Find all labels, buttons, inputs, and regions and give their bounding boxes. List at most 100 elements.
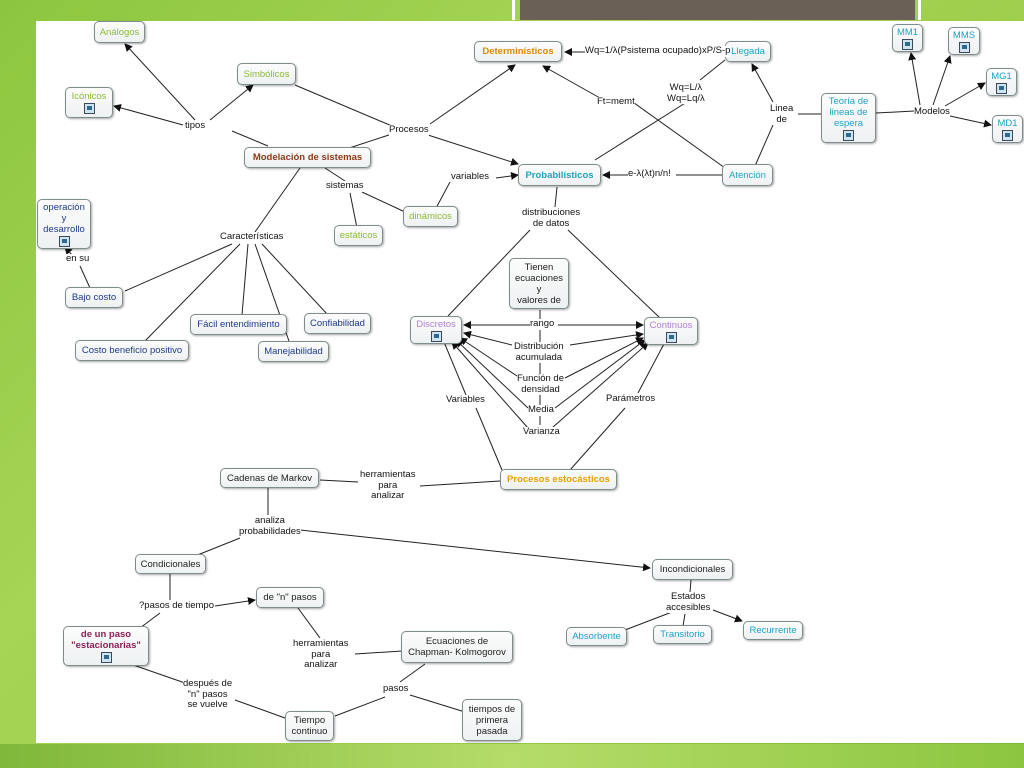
link-label-distribuciones: distribuciones de datos: [522, 207, 581, 229]
node-label: Atención: [729, 169, 766, 181]
node-simbolicos[interactable]: Simbólicos: [237, 63, 296, 85]
node-label: Recurrente: [749, 625, 797, 636]
node-manejabilidad[interactable]: Manejabilidad: [258, 341, 329, 362]
link-label-estados: Estados accesibles: [666, 591, 711, 613]
link-label-procesos: Procesos: [389, 124, 429, 136]
node-label: Modelación de sistemas: [252, 152, 363, 163]
node-chapman-kolmogorov[interactable]: Ecuaciones de Chapman- Kolmogorov: [401, 631, 513, 663]
link-label-despues: después de "n" pasos se vuelve: [183, 678, 233, 711]
node-label: Continuos: [649, 319, 693, 331]
resource-icon[interactable]: [958, 41, 970, 53]
node-transitorio[interactable]: Transitorio: [653, 625, 712, 644]
node-mms[interactable]: MMS: [948, 27, 980, 55]
node-label: Bajo costo: [71, 292, 117, 303]
link-label-e-lambda: e-λ(λt)n/n!: [628, 168, 671, 180]
link-label-rango: rango: [530, 318, 555, 330]
link-label-wq-formula: Wq=1/λ(Psistema ocupado)xP/S-p: [585, 45, 731, 57]
link-label-parametros: Parámetros: [606, 393, 656, 405]
node-label: dinámicos: [409, 211, 452, 222]
node-label: MM1: [896, 26, 919, 38]
node-probabilisticos[interactable]: Probabilísticos: [518, 164, 601, 186]
node-mm1[interactable]: MM1: [892, 24, 923, 52]
node-discretos[interactable]: Discretos: [410, 316, 462, 344]
node-label: de un paso "estacionarias": [71, 629, 141, 651]
node-label: MMS: [952, 29, 976, 41]
node-label: Procesos estocásticos: [507, 474, 610, 485]
node-label: Tiempo continuo: [291, 715, 328, 737]
link-label-caracteristicas: Características: [220, 231, 284, 243]
node-recurrente[interactable]: Recurrente: [743, 621, 803, 640]
node-atencion[interactable]: Atención: [722, 164, 773, 186]
node-label: Análogos: [99, 26, 140, 38]
node-label: estáticos: [339, 230, 378, 241]
node-label: tiempos de primera pasada: [468, 703, 516, 737]
resource-icon[interactable]: [83, 103, 95, 114]
node-tienen-ecuaciones[interactable]: Tienen ecuaciones y valores de: [509, 258, 569, 309]
node-dinamicos[interactable]: dinámicos: [403, 206, 458, 227]
resource-icon[interactable]: [902, 38, 913, 50]
node-condicionales[interactable]: Condicionales: [135, 554, 206, 574]
node-facil-entendimiento[interactable]: Fácil entendimiento: [190, 314, 287, 335]
link-label-herramientas-2: herramientas para analizar: [293, 638, 349, 671]
node-label: MD1: [997, 117, 1018, 129]
resource-icon[interactable]: [1002, 129, 1013, 141]
node-cadenas-markov[interactable]: Cadenas de Markov: [220, 468, 319, 488]
node-tiempos-primera-pasada[interactable]: tiempos de primera pasada: [462, 699, 522, 741]
node-tiempo-continuo[interactable]: Tiempo continuo: [285, 711, 334, 741]
node-md1[interactable]: MD1: [992, 115, 1023, 143]
node-n-pasos[interactable]: de "n" pasos: [256, 587, 324, 608]
node-label: Absorbente: [572, 631, 621, 642]
node-label: Simbólicos: [243, 68, 290, 80]
node-un-paso-estacionarias[interactable]: de un paso "estacionarias": [63, 626, 149, 666]
node-incondicionales[interactable]: Incondicionales: [652, 559, 733, 580]
node-label: Transitorio: [660, 629, 705, 640]
node-label: Teoría de lineas de espera: [828, 95, 869, 129]
node-label: Ecuaciones de Chapman- Kolmogorov: [408, 636, 506, 658]
node-procesos-estocasticos[interactable]: Procesos estocásticos: [500, 469, 617, 490]
link-label-variables: variables: [451, 171, 490, 183]
link-label-media: Media: [528, 404, 554, 416]
link-label-pasos-tiempo: ?pasos de tiempo: [139, 600, 214, 612]
node-confiabilidad[interactable]: Confiabilidad: [304, 313, 371, 334]
resource-icon[interactable]: [996, 82, 1007, 94]
link-label-en-su: en su: [66, 253, 90, 265]
resource-icon[interactable]: [100, 652, 112, 663]
link-label-modelos: Modelos: [914, 106, 950, 118]
link-label-analiza: analiza probabilidades: [239, 515, 301, 537]
node-label: Tienen ecuaciones y valores de: [514, 261, 564, 306]
link-label-linea-de: Linea de: [770, 103, 794, 125]
slide-top-bar: [520, 0, 915, 20]
node-llegada[interactable]: Llegada: [725, 41, 771, 62]
node-estaticos[interactable]: estáticos: [334, 225, 383, 246]
node-label: Cadenas de Markov: [226, 472, 313, 484]
node-modelacion-sistemas[interactable]: Modelación de sistemas: [244, 147, 371, 168]
link-label-variables-2: Variables: [446, 394, 485, 406]
resource-icon[interactable]: [665, 331, 677, 343]
node-teoria-lineas-espera[interactable]: Teoría de lineas de espera: [821, 93, 876, 143]
resource-icon[interactable]: [430, 330, 442, 342]
link-label-tipos: tipos: [185, 120, 206, 132]
node-iconicos[interactable]: Icónicos: [65, 87, 113, 118]
link-label-varianza: Varianza: [523, 426, 560, 438]
node-costo-beneficio[interactable]: Costo beneficio positivo: [75, 340, 189, 361]
node-label: operación y desarrollo: [43, 201, 85, 235]
node-label: de "n" pasos: [263, 592, 317, 603]
node-label: Discretos: [416, 318, 456, 330]
node-deterministicos[interactable]: Determinísticos: [474, 41, 562, 62]
node-analogos[interactable]: Análogos: [94, 21, 145, 43]
node-label: Condicionales: [140, 558, 201, 570]
node-label: Costo beneficio positivo: [81, 345, 183, 356]
node-label: Incondicionales: [659, 564, 726, 575]
link-label-funcion-densidad: Función de densidad: [517, 373, 565, 395]
node-bajo-costo[interactable]: Bajo costo: [65, 287, 123, 308]
link-label-herramientas-1: herramientas para analizar: [360, 469, 416, 502]
node-mg1[interactable]: MG1: [986, 68, 1017, 96]
node-operacion-desarrollo[interactable]: operación y desarrollo: [37, 199, 91, 249]
node-absorbente[interactable]: Absorbente: [566, 627, 627, 646]
node-label: Llegada: [731, 46, 765, 57]
node-continuos[interactable]: Continuos: [644, 317, 698, 345]
resource-icon[interactable]: [843, 129, 854, 141]
resource-icon[interactable]: [58, 235, 70, 247]
slide-decoration-right: [918, 0, 921, 20]
link-label-ft: Ft=memt: [597, 96, 635, 108]
